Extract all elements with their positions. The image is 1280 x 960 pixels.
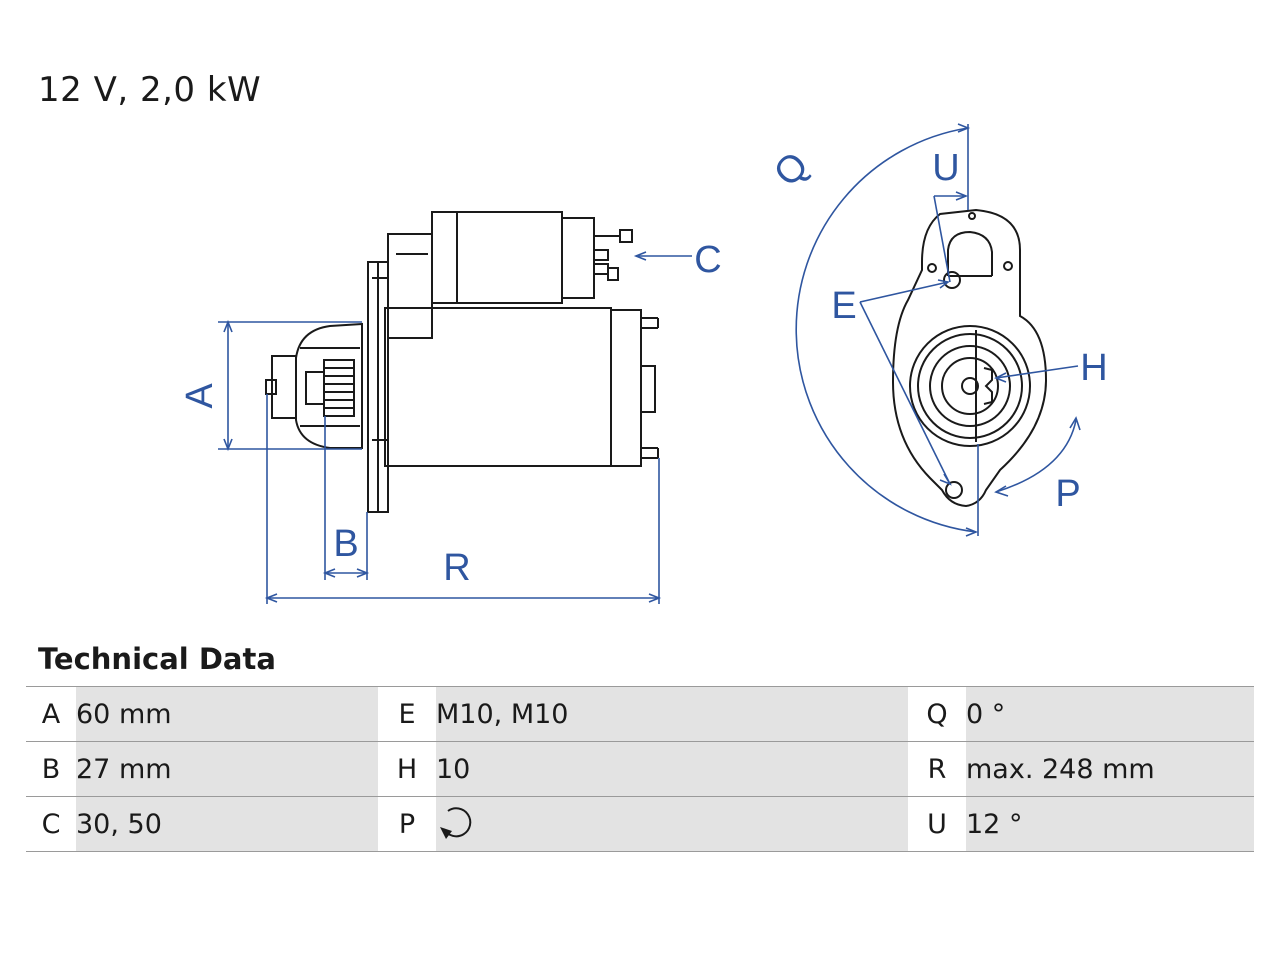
param-key: E xyxy=(378,686,436,742)
voltage-power-heading: 12 V, 2,0 kW xyxy=(38,70,262,110)
label-E: E xyxy=(831,285,856,327)
starter-motor-drawing: A B R C xyxy=(179,123,1108,604)
param-key: Q xyxy=(908,686,966,742)
label-H: H xyxy=(1080,347,1107,389)
side-view-dimensions xyxy=(218,251,692,604)
side-view-outline xyxy=(265,211,659,513)
table-row: C 30, 50 P U 12 ° xyxy=(26,796,1254,852)
side-view-dimension-labels: A B R C xyxy=(179,239,722,589)
param-value: M10, M10 xyxy=(436,686,908,742)
param-key: R xyxy=(908,741,966,797)
param-value: 12 ° xyxy=(966,796,1254,852)
label-B: B xyxy=(333,523,358,565)
front-view-dimensions xyxy=(795,123,1081,537)
param-value: 30, 50 xyxy=(76,796,378,852)
param-key: H xyxy=(378,741,436,797)
table-row: B 27 mm H 10 R max. 248 mm xyxy=(26,741,1254,797)
label-Q: Q xyxy=(766,144,817,195)
param-value: 0 ° xyxy=(966,686,1254,742)
label-P: P xyxy=(1055,473,1080,515)
param-value: max. 248 mm xyxy=(966,741,1254,797)
label-U: U xyxy=(932,147,959,189)
front-view-outline xyxy=(891,208,1048,508)
label-R: R xyxy=(443,547,470,589)
technical-data-table: A 60 mm E M10, M10 Q 0 ° B 27 mm H 10 R … xyxy=(26,686,1254,852)
param-key: A xyxy=(26,686,76,742)
table-row: A 60 mm E M10, M10 Q 0 ° xyxy=(26,686,1254,742)
param-value: 60 mm xyxy=(76,686,378,742)
param-value: 10 xyxy=(436,741,908,797)
param-value: 27 mm xyxy=(76,741,378,797)
technical-data-title: Technical Data xyxy=(38,642,276,676)
param-key: U xyxy=(908,796,966,852)
param-key: P xyxy=(378,796,436,852)
label-A: A xyxy=(179,383,221,409)
param-value-rotation xyxy=(436,796,908,852)
label-C: C xyxy=(694,239,721,281)
clockwise-rotation-icon xyxy=(436,801,476,848)
param-key: C xyxy=(26,796,76,852)
param-key: B xyxy=(26,741,76,797)
